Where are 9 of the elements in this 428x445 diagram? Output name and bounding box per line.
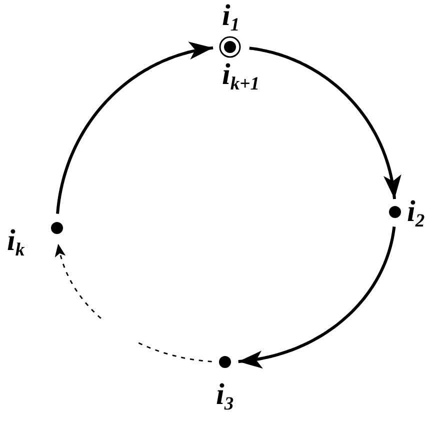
point-label: i$_{2}$ bbox=[407, 197, 425, 227]
arrow bbox=[237, 226, 396, 369]
point-label: i$_{1}$ bbox=[222, 1, 240, 31]
arrow bbox=[248, 46, 402, 200]
arrow bbox=[56, 42, 214, 215]
dashed-arrow bbox=[54, 243, 212, 362]
point-label: i$_{3}$ bbox=[216, 380, 234, 410]
point-label: i$_{k}$ bbox=[7, 226, 25, 256]
point-label: i$_{k+1}$ bbox=[222, 60, 260, 90]
